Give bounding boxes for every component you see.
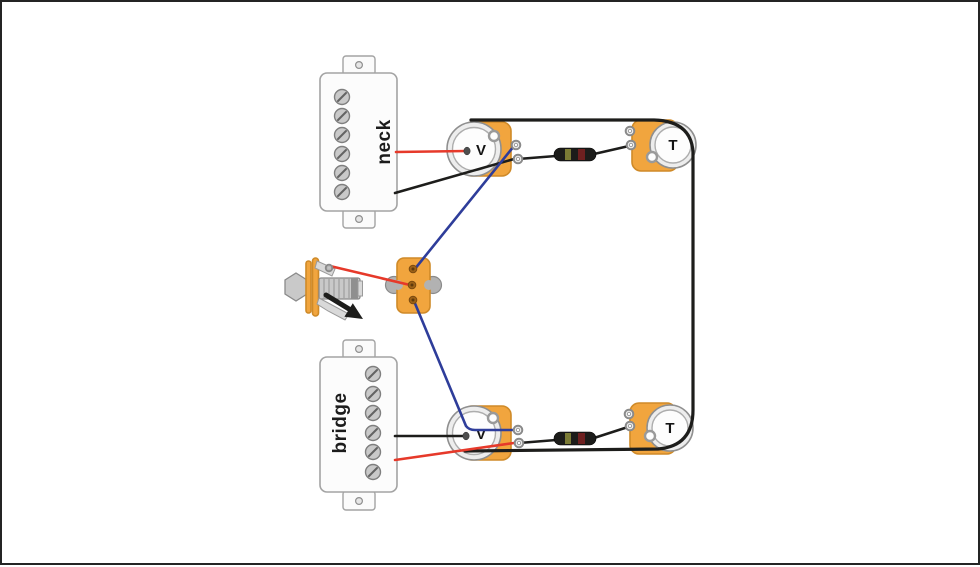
tone-pot-label: T	[665, 420, 674, 437]
neck-hot-wire	[394, 149, 469, 154]
plug-direction-arrow-head	[344, 303, 363, 319]
bridge-tone-pot: T	[629, 402, 694, 455]
jack-nut	[284, 272, 308, 302]
neck-cap-lead-left	[516, 154, 558, 161]
tone-pot-label: T	[668, 137, 677, 154]
jack-ground-arm	[316, 297, 350, 321]
pot-rivet	[486, 411, 500, 425]
neck-tone-capacitor	[553, 147, 597, 162]
pot-rivet	[645, 150, 659, 164]
neck-pickup: neck	[319, 55, 398, 229]
jack-hot-wire	[328, 264, 412, 287]
switch-notch	[424, 280, 434, 290]
neck-cap-lead-right	[592, 144, 631, 156]
jack-barrel-band	[351, 278, 358, 299]
volume-pot-label: V	[476, 426, 486, 443]
neck-tone-pot: T	[631, 119, 697, 172]
tab-screw	[355, 497, 364, 506]
capacitor-band-olive	[565, 433, 571, 444]
bridge-cap-lead-left	[517, 438, 558, 445]
jack-barrel-tip	[357, 280, 363, 297]
bridge-tone-capacitor	[553, 431, 597, 446]
ground-bus-wire	[463, 118, 695, 453]
terminals	[324, 125, 659, 449]
tab-screw	[355, 345, 364, 354]
capacitor-body	[553, 431, 597, 446]
capacitor-band-olive	[565, 149, 571, 160]
plug-direction-arrow	[323, 292, 352, 312]
bridge-cap-lead-right	[592, 425, 630, 440]
capacitor-band-red	[578, 149, 585, 160]
neck-switch-wire	[412, 144, 516, 272]
bridge-pickup-label: bridge	[330, 392, 351, 453]
bridge-switch-wire	[412, 299, 517, 432]
neck-pickup-ground-wire	[393, 157, 516, 195]
tab-screw	[355, 60, 364, 69]
capacitor-body	[553, 147, 597, 162]
solder-joint	[462, 431, 470, 441]
volume-pot-label: V	[476, 142, 486, 159]
capacitor-band-red	[578, 433, 585, 444]
jack-flange	[305, 260, 312, 314]
pot-rivet	[643, 429, 657, 443]
bridge-hot-wire	[393, 441, 516, 462]
pot-rivet	[487, 129, 501, 143]
tab-screw	[355, 215, 364, 224]
pole-screws	[364, 365, 382, 481]
pole-screws	[333, 88, 351, 201]
output-jack	[284, 257, 363, 321]
neck-pickup-label: neck	[374, 119, 395, 164]
solder-joint	[463, 146, 471, 156]
bridge-pickup: bridge	[319, 339, 398, 511]
wires	[328, 118, 695, 462]
